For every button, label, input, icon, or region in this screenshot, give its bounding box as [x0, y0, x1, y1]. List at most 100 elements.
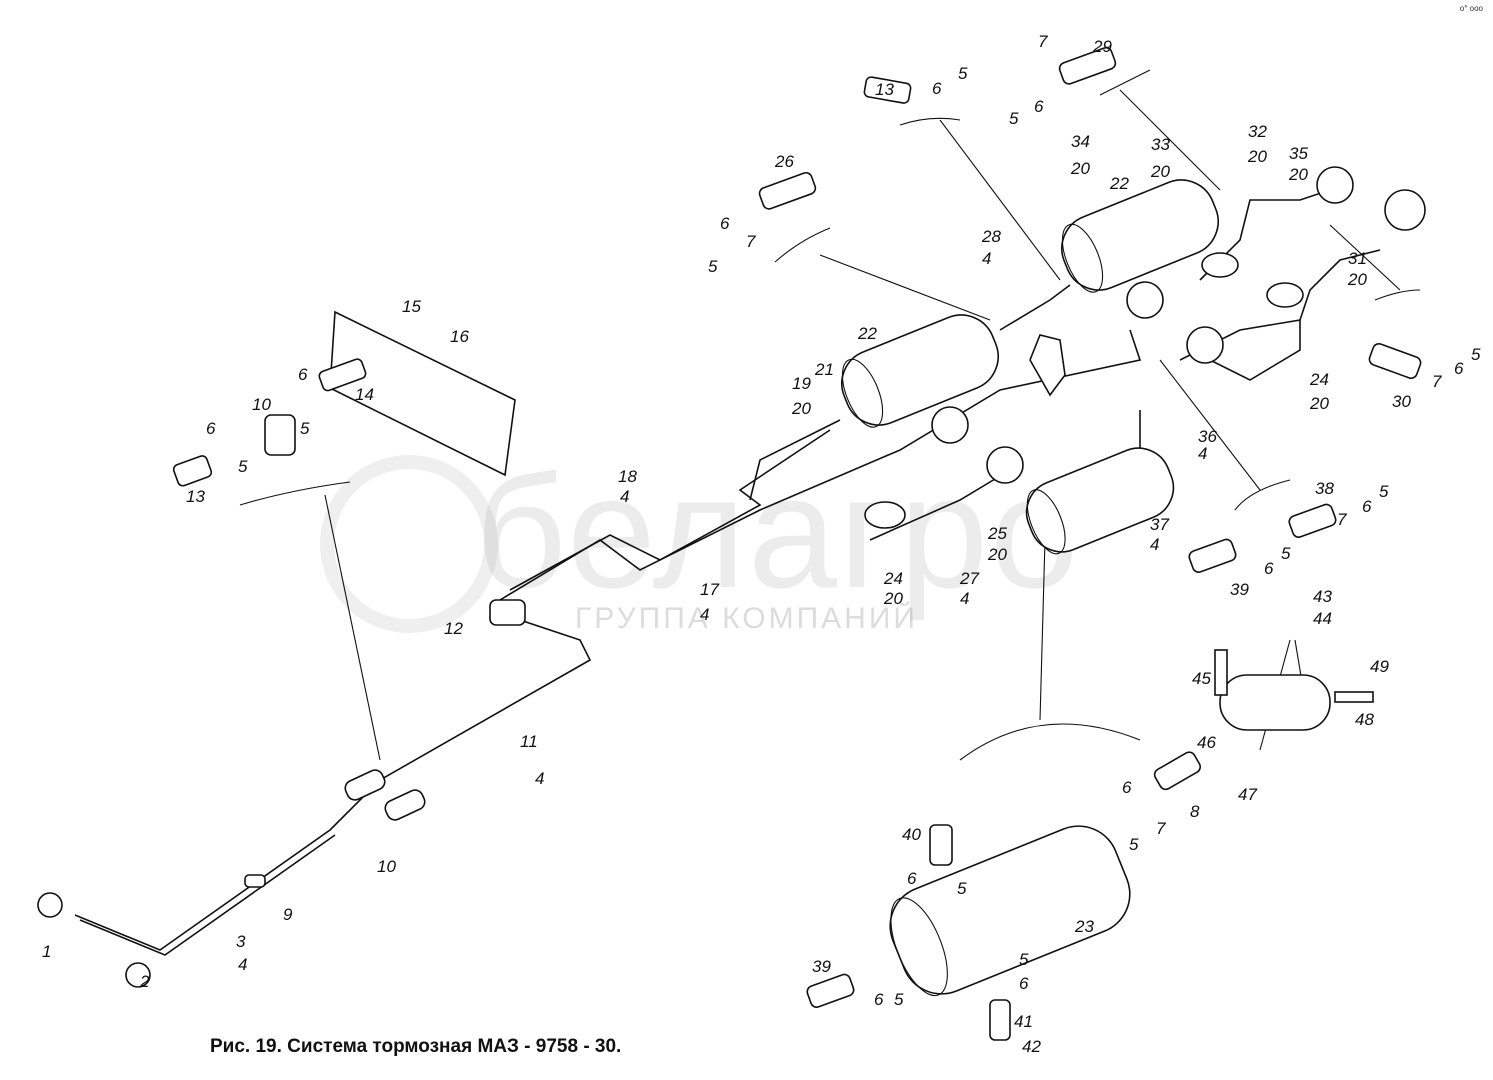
callout-label: 22 — [857, 324, 877, 343]
callout-label: 5 — [1129, 835, 1139, 854]
callout-label: 4 — [535, 769, 544, 788]
callout-label: 20 — [791, 399, 811, 418]
callout-label: 22 — [1109, 174, 1129, 193]
callout-label: 20 — [1070, 159, 1090, 178]
callout-label: 38 — [1315, 479, 1334, 498]
pipelines — [74, 189, 1381, 956]
callout-label: 32 — [1248, 122, 1267, 141]
valve-10 — [384, 789, 426, 821]
brake-chamber — [1316, 166, 1354, 204]
valve — [1266, 282, 1304, 308]
brake-chamber — [1384, 189, 1426, 231]
callout-label: 20 — [1288, 165, 1308, 184]
callout-label: 5 — [1009, 109, 1019, 128]
callout-label: 2 — [139, 972, 150, 991]
callout-label: 37 — [1150, 515, 1169, 534]
frame-bracket — [329, 310, 516, 477]
callout-label: 39 — [812, 957, 831, 976]
brake-chamber — [986, 446, 1024, 484]
callout-label: 5 — [238, 457, 248, 476]
callout-label: 6 — [720, 214, 730, 233]
callout-label: 39 — [1230, 580, 1249, 599]
callout-label: 1 — [42, 942, 51, 961]
coupling-head-1 — [37, 892, 63, 918]
callout-label: 45 — [1192, 669, 1211, 688]
callout-label: 6 — [1362, 497, 1372, 516]
callout-label: 47 — [1238, 785, 1257, 804]
valve — [1029, 334, 1066, 397]
callout-label: 27 — [959, 569, 979, 588]
callout-label: 14 — [355, 385, 374, 404]
callout-label: 7 — [1337, 510, 1347, 529]
callout-label: 3 — [236, 932, 246, 951]
callout-label: 49 — [1370, 657, 1389, 676]
callout-label: 6 — [932, 79, 942, 98]
callout-label: 16 — [450, 327, 469, 346]
callout-label: 4 — [238, 955, 247, 974]
callout-label: 25 — [987, 524, 1007, 543]
corner-mark: o° ooo — [1459, 4, 1483, 13]
fittings — [172, 46, 1422, 1041]
callout-label: 46 — [1197, 733, 1216, 752]
callout-label: 21 — [814, 360, 834, 379]
air-tank-22-front — [841, 314, 999, 428]
callout-label: 24 — [1309, 370, 1329, 389]
callout-label: 26 — [774, 152, 794, 171]
valve — [864, 501, 906, 529]
brake-chamber — [1126, 281, 1164, 319]
callout-label: 42 — [1022, 1037, 1041, 1056]
coupling-head-2 — [125, 962, 151, 988]
watermark-brand: белагро — [475, 442, 1082, 621]
callout-label: 23 — [1074, 917, 1094, 936]
air-tank-rear — [1025, 447, 1175, 555]
callout-label: 44 — [1313, 609, 1332, 628]
callout-label: 10 — [377, 857, 396, 876]
callout-label: 4 — [620, 487, 629, 506]
watermark-subtitle: ГРУППА КОМПАНИЙ — [575, 602, 918, 635]
callout-label: 6 — [874, 990, 884, 1009]
figure-caption: Рис. 19. Система тормозная МАЗ - 9758 - … — [210, 1036, 622, 1057]
bolt-48 — [1334, 691, 1374, 703]
callout-label: 35 — [1289, 144, 1308, 163]
callout-label: 15 — [402, 297, 421, 316]
callout-label: 6 — [1454, 359, 1464, 378]
callout-label: 6 — [1264, 559, 1274, 578]
air-tanks — [841, 179, 1219, 997]
callout-label: 5 — [958, 64, 968, 83]
callout-labels: 1234910114121365106514151617418419202122… — [42, 32, 1481, 1056]
callout-label: 41 — [1014, 1012, 1033, 1031]
tee-fitting-12 — [489, 599, 526, 626]
brake-chambers — [37, 166, 1426, 988]
callout-label: 20 — [987, 545, 1007, 564]
callout-label: 7 — [1038, 32, 1048, 51]
callout-label: 24 — [883, 569, 903, 588]
callout-label: 8 — [1190, 802, 1200, 821]
callout-label: 20 — [1247, 147, 1267, 166]
callout-label: 20 — [883, 589, 903, 608]
brake-chamber — [1186, 326, 1224, 364]
clamp-9 — [244, 874, 266, 888]
callout-label: 28 — [981, 227, 1001, 246]
callout-label: 36 — [1198, 427, 1217, 446]
callout-label: 13 — [186, 487, 205, 506]
callout-label: 20 — [1150, 162, 1170, 181]
callout-label: 31 — [1348, 249, 1367, 268]
callout-label: 5 — [894, 990, 904, 1009]
callout-label: 33 — [1151, 135, 1170, 154]
callout-label: 29 — [1092, 37, 1112, 56]
callout-label: 9 — [283, 905, 293, 924]
air-tank-22-top — [1061, 179, 1219, 293]
valve-10 — [344, 769, 386, 801]
callout-label: 11 — [520, 732, 538, 751]
callout-label: 5 — [300, 419, 310, 438]
callout-label: 18 — [618, 467, 637, 486]
callout-label: 34 — [1071, 132, 1090, 151]
callout-label: 6 — [1019, 974, 1029, 993]
tank-strap — [1219, 674, 1331, 731]
callout-label: 5 — [708, 257, 718, 276]
callout-label: 7 — [1432, 372, 1442, 391]
callout-label: 12 — [444, 619, 463, 638]
callout-label: 7 — [1156, 819, 1166, 838]
callout-label: 43 — [1313, 587, 1332, 606]
callout-label: 6 — [1034, 97, 1044, 116]
